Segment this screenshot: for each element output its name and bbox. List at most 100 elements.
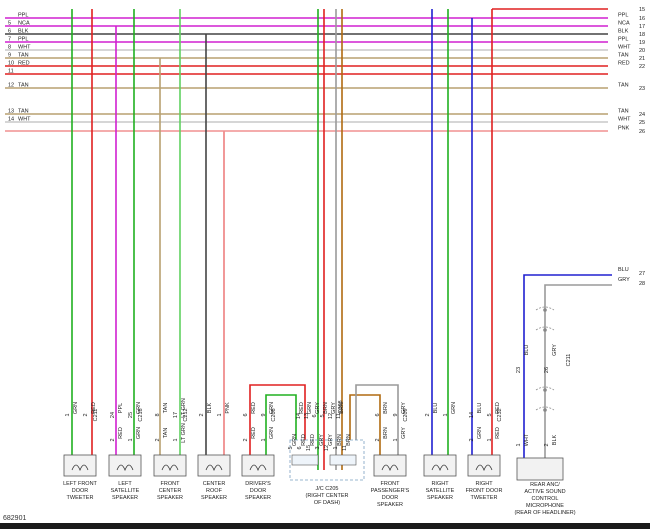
- speaker-name-0: LEFT FRONT: [63, 481, 97, 487]
- speaker-coil-icon: [431, 464, 449, 472]
- pass-gry-jumper: [355, 384, 399, 470]
- speaker-pin-num: 2: [83, 413, 89, 416]
- speaker-pin-num: 1: [65, 413, 71, 416]
- speaker-lower-color: RED: [251, 427, 257, 439]
- speaker-pin-color: BLU: [433, 403, 439, 414]
- speaker-pin-num: 2: [425, 413, 431, 416]
- speaker-name-5: DOOR: [382, 495, 399, 501]
- speaker-lower-color: RED: [118, 427, 124, 439]
- speaker-connector-7: C232: [497, 408, 503, 421]
- bus-right-pin-23: 23: [639, 86, 645, 92]
- jc-c205-box: [289, 439, 365, 481]
- speaker-lower-num: 1: [173, 438, 179, 441]
- bus-right-color-18: BLK: [618, 29, 629, 35]
- speaker-pin-color: PNK: [225, 402, 231, 414]
- jc-pin-num: 5: [320, 414, 326, 417]
- speaker-pin-color: GRN: [136, 402, 142, 414]
- pass-brn-jumper: [349, 394, 381, 470]
- speaker-5: [373, 454, 407, 477]
- speaker-name-1: SPEAKER: [112, 495, 138, 501]
- speaker-7: [467, 454, 501, 477]
- bus-left-color-6: BLK: [18, 29, 29, 35]
- speaker-lower-num: 2: [155, 438, 161, 441]
- jc-lower-color: GRN: [292, 434, 298, 446]
- speaker-name-7: RIGHT: [475, 481, 493, 487]
- bus-left-pin-9: 9: [8, 53, 11, 59]
- splice-loop: [535, 306, 555, 311]
- jc-pin-num: 14: [296, 413, 302, 419]
- jc-lower-color: GRY: [328, 434, 334, 446]
- speaker-body: [63, 454, 97, 477]
- speaker-4: [241, 454, 275, 477]
- speaker-body: [108, 454, 142, 477]
- speaker-body: [197, 454, 231, 477]
- speaker-name-3: ROOF: [206, 488, 223, 494]
- bus-right-color-19: PPL: [618, 37, 628, 43]
- bus-right-pin-22: 22: [639, 64, 645, 70]
- speaker-lower-num: 2: [375, 438, 381, 441]
- speaker-lower-num: 2: [243, 438, 249, 441]
- bus-right-color-20: WHT: [618, 45, 631, 51]
- jc-pin-num: 12: [328, 413, 334, 419]
- bus-left-pin-11: 11: [8, 69, 14, 75]
- speaker-name-3: CENTER: [203, 481, 226, 487]
- jc-lower-num: 11: [342, 445, 348, 451]
- speaker-pin-color: TAN: [163, 403, 169, 414]
- anc-upper-color: BLU: [524, 345, 530, 356]
- speaker-3: [197, 454, 231, 477]
- splice-loop: [535, 406, 555, 411]
- speaker-name-6: SATELLITE: [426, 488, 455, 494]
- bus-right-pin-26: 26: [639, 129, 645, 135]
- bus-left-pin-8: 8: [8, 45, 11, 51]
- speaker-name-4: DOOR: [250, 488, 267, 494]
- splice-dot: [543, 388, 547, 392]
- speaker-pin-num: 9: [261, 413, 267, 416]
- bus-right-pin-21: 21: [639, 56, 645, 62]
- speaker-name-5: FRONT: [381, 481, 401, 487]
- anc-feed-color: BLU: [618, 267, 629, 273]
- speaker-lower-color: TAN: [163, 428, 169, 439]
- jc-lower-num: 15: [306, 445, 312, 451]
- jc-sub-2: OF DASH): [314, 500, 340, 506]
- driver-grn-jumper: [265, 394, 297, 470]
- speaker-name-5: SPEAKER: [377, 502, 403, 508]
- anc-lower-color: WHT: [524, 433, 530, 446]
- anc-blu-wire: [523, 274, 612, 458]
- anc-microphone-body: [516, 457, 564, 481]
- bus-left-color-5: NCA: [18, 21, 30, 27]
- speaker-name-2: CENTER: [159, 488, 182, 494]
- jc-name: J/C C205: [316, 486, 339, 492]
- speaker-name-3: SPEAKER: [201, 495, 227, 501]
- bus-right-color-23: TAN: [618, 83, 629, 89]
- jc-block-right: [329, 454, 357, 466]
- bus-left-pin-7: 7: [8, 37, 11, 43]
- bus-left-color-13: TAN: [18, 109, 29, 115]
- speaker-pin-color: GRN: [269, 402, 275, 414]
- jc-pin-num: 6: [312, 414, 318, 417]
- jc-lower-color: RED: [310, 434, 316, 446]
- jc-lower-color: RED: [301, 434, 307, 446]
- bus-left-color-14: WHT: [18, 117, 31, 123]
- speaker-lower-num: 1: [261, 438, 267, 441]
- speaker-6: [423, 454, 457, 477]
- speaker-lower-num: 1: [393, 438, 399, 441]
- bus-left-color-7: PPL: [18, 37, 28, 43]
- jc-lower-color: BRN: [346, 434, 352, 446]
- speaker-lower-color: GRN: [136, 427, 142, 439]
- speaker-lower-color: GRN: [269, 427, 275, 439]
- bus-right-color-25: WHT: [618, 117, 631, 123]
- jc-block-left: [291, 454, 319, 466]
- speaker-name-0: TWEETER: [67, 495, 94, 501]
- splice-dot: [543, 328, 547, 332]
- bus-right-color-21: TAN: [618, 53, 629, 59]
- jc-pin-color: RED: [299, 402, 305, 414]
- bus-left-pin-6: 6: [8, 29, 11, 35]
- bus-right-pin-20: 20: [639, 48, 645, 54]
- speaker-pin-num: 9: [393, 413, 399, 416]
- speaker-connector-5: C209: [403, 408, 409, 421]
- speaker-body: [241, 454, 275, 477]
- speaker-pin-color: BLU: [477, 403, 483, 414]
- speaker-name-6: RIGHT: [431, 481, 449, 487]
- bus-right-pin-24: 24: [639, 112, 645, 118]
- bus-left-color-9: TAN: [18, 53, 29, 59]
